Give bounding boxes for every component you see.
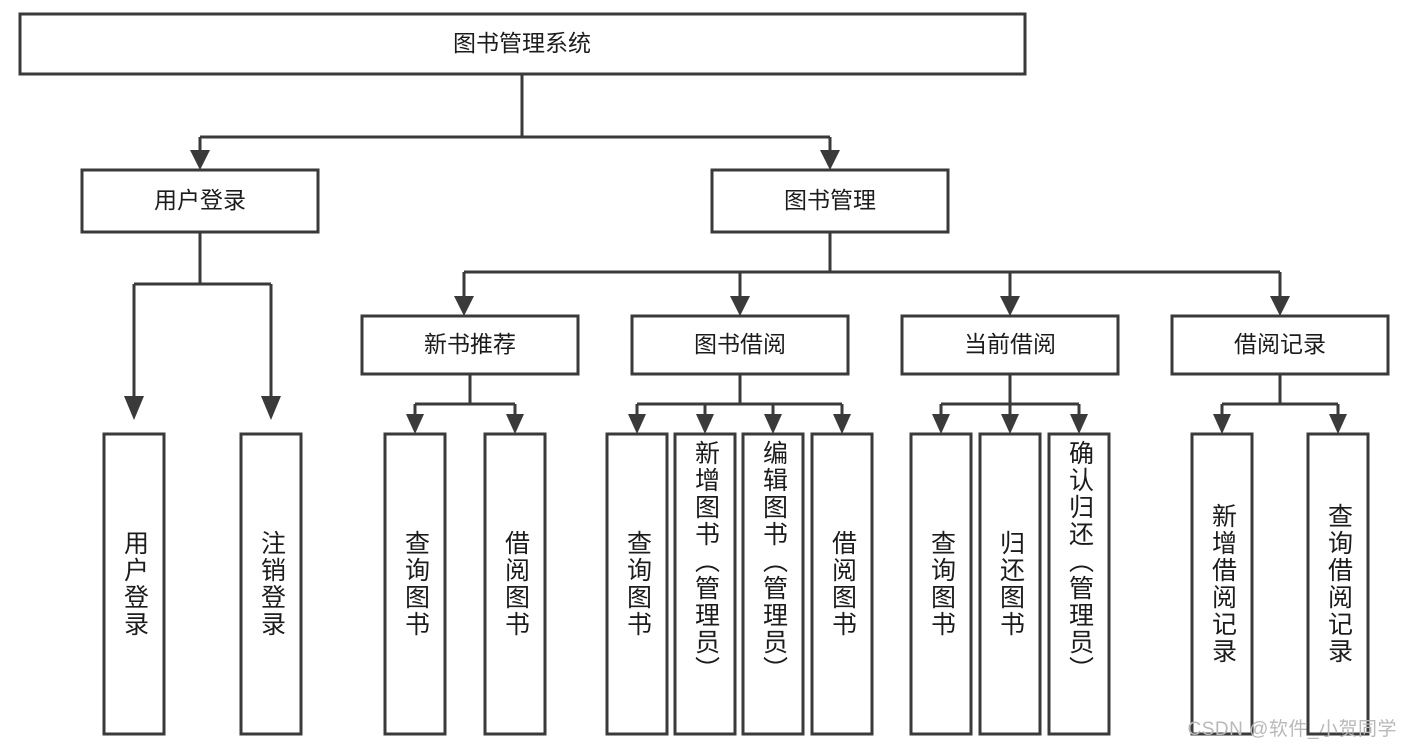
node-box[interactable] xyxy=(630,314,850,376)
arrow-head xyxy=(820,150,840,170)
node-label: 图书管理 xyxy=(784,187,876,213)
arrow-head xyxy=(506,414,524,434)
connector-book-borrow-to-leaves xyxy=(628,374,851,434)
node-leaf-edit-book-box[interactable] xyxy=(741,432,805,736)
arrow-head xyxy=(190,150,210,170)
arrow-head xyxy=(932,414,950,434)
node-box[interactable] xyxy=(80,168,320,234)
node-box[interactable] xyxy=(710,168,950,234)
arrow-head xyxy=(124,396,144,420)
node-leaf-user-login-box[interactable] xyxy=(102,432,166,736)
arrow-head xyxy=(406,414,424,434)
connector-new-book-recommend-to-leaves xyxy=(406,374,524,434)
node-leaf-return-book-box[interactable] xyxy=(978,432,1042,736)
node-user-login[interactable]: 用户登录 xyxy=(80,168,320,234)
arrow-head xyxy=(628,414,646,434)
node-label: 图书管理系统 xyxy=(453,30,591,56)
node-box[interactable] xyxy=(900,314,1120,376)
node-box[interactable] xyxy=(18,12,1027,76)
node-leaf-query-book-2-box[interactable] xyxy=(605,432,669,736)
node-leaf-query-book-1-box[interactable] xyxy=(383,432,447,736)
node-borrow-record[interactable]: 借阅记录 xyxy=(1170,314,1390,376)
node-box[interactable] xyxy=(1170,314,1390,376)
arrow-head xyxy=(1329,414,1347,434)
node-label: 图书借阅 xyxy=(694,331,786,357)
arrow-head xyxy=(1000,296,1020,316)
node-label: 用户登录 xyxy=(154,187,246,213)
connector-user-login-to-leaves xyxy=(124,232,281,420)
connector-borrow-record-to-leaves xyxy=(1213,374,1347,434)
node-label: 借阅记录 xyxy=(1234,331,1326,357)
connector-current-borrow-to-leaves xyxy=(932,374,1088,434)
arrow-head xyxy=(730,296,750,316)
node-current-borrow[interactable]: 当前借阅 xyxy=(900,314,1120,376)
node-leaf-user-logout-box[interactable] xyxy=(239,432,303,736)
arrow-head xyxy=(764,414,782,434)
arrow-head xyxy=(1070,414,1088,434)
node-leaf-borrow-book-1-box[interactable] xyxy=(483,432,547,736)
arrow-head xyxy=(1270,296,1290,316)
arrow-head xyxy=(833,414,851,434)
node-new-book-recommend[interactable]: 新书推荐 xyxy=(360,314,580,376)
connector-book-management-to-level2 xyxy=(454,232,1290,316)
arrow-head xyxy=(1001,414,1019,434)
node-leaf-add-record-box[interactable] xyxy=(1190,432,1254,736)
arrow-head xyxy=(696,414,714,434)
node-label: 新书推荐 xyxy=(424,331,516,357)
node-leaf-add-book-box[interactable] xyxy=(673,432,737,736)
arrow-head xyxy=(454,296,474,316)
node-book-borrow[interactable]: 图书借阅 xyxy=(630,314,850,376)
node-leaf-query-book-3-box[interactable] xyxy=(909,432,973,736)
node-leaf-borrow-book-2-box[interactable] xyxy=(810,432,874,736)
node-root[interactable]: 图书管理系统 xyxy=(18,12,1027,76)
arrow-head xyxy=(261,396,281,420)
watermark: CSDN @软件_小贺同学 xyxy=(1187,719,1397,740)
arrow-head xyxy=(1213,414,1231,434)
connector-root-to-level1 xyxy=(190,74,840,170)
node-box[interactable] xyxy=(360,314,580,376)
node-leaf-confirm-return-box[interactable] xyxy=(1047,432,1111,736)
node-leaf-query-record-box[interactable] xyxy=(1306,432,1370,736)
node-book-management[interactable]: 图书管理 xyxy=(710,168,950,234)
node-label: 当前借阅 xyxy=(964,331,1056,357)
